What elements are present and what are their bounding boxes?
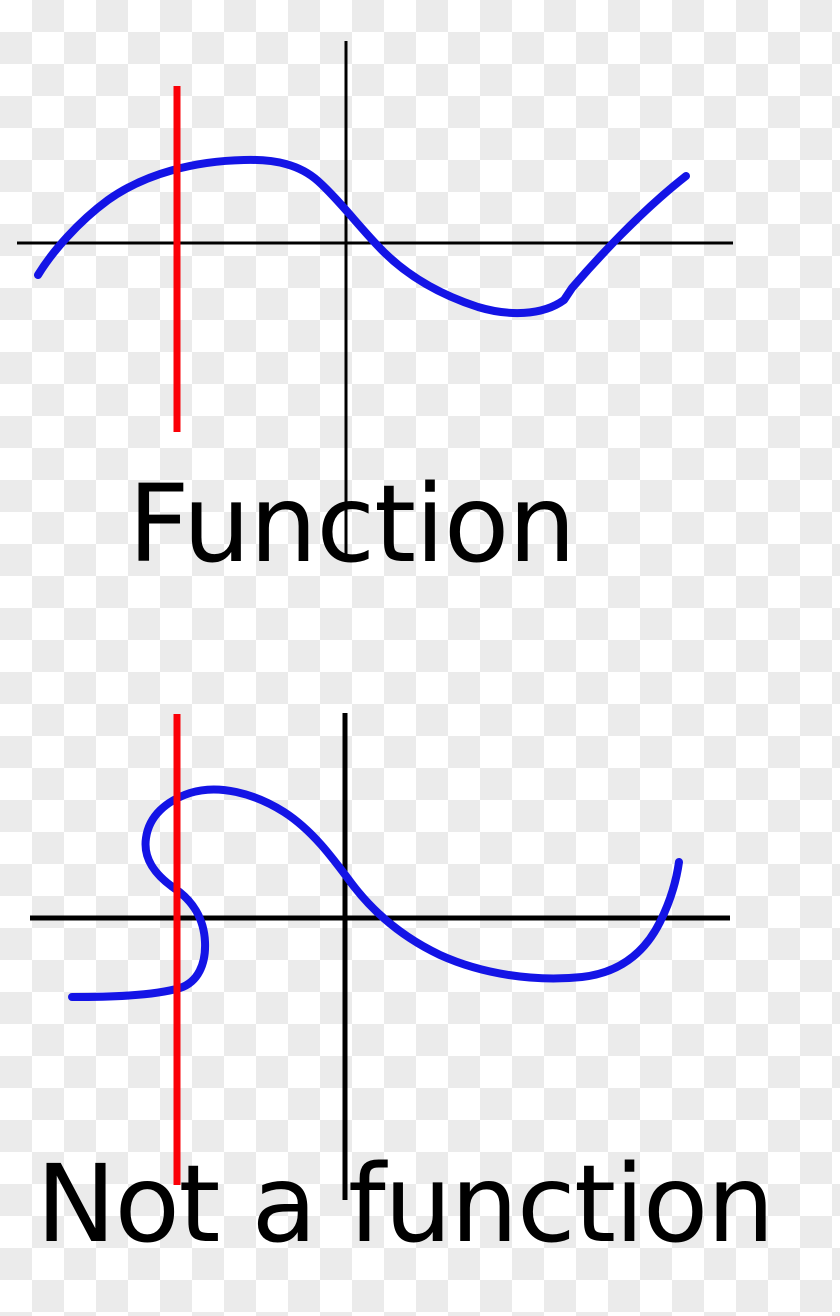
caption-not-a-function: Not a function — [36, 1143, 775, 1267]
caption-function: Function — [128, 463, 576, 587]
function-curve — [34, 155, 690, 318]
not-a-function-curve — [68, 785, 683, 1001]
